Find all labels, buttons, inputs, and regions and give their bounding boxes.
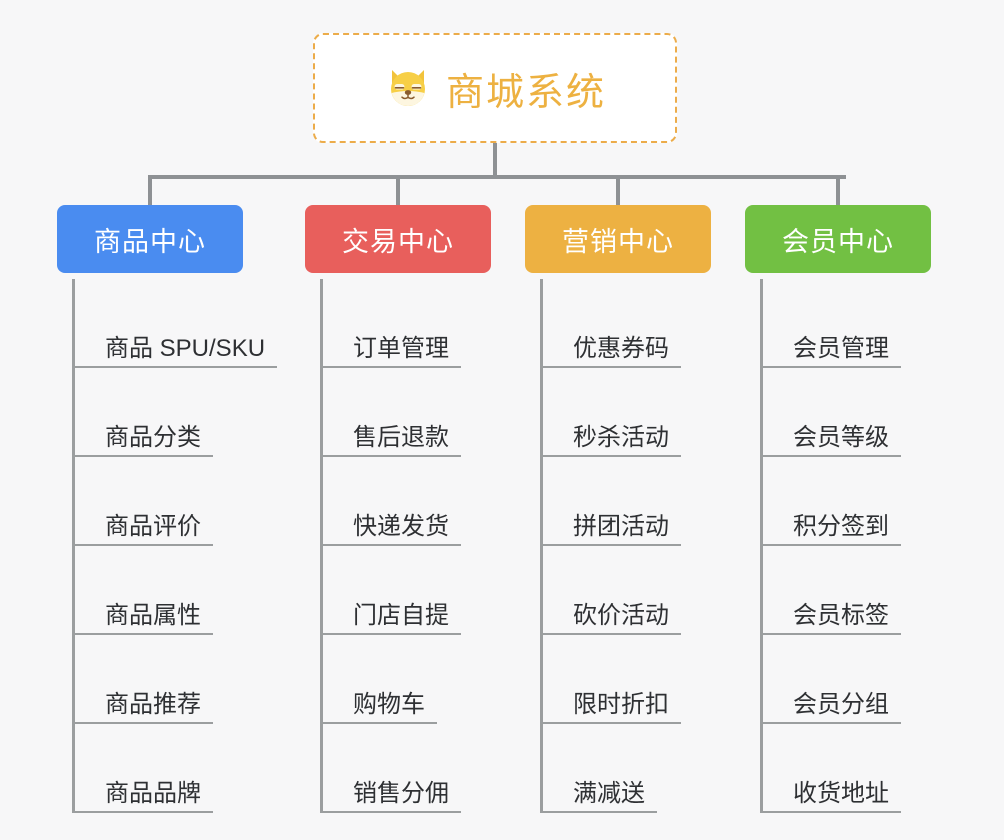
connector-horizontal-bus — [148, 175, 846, 179]
leaf-label: 购物车 — [353, 690, 425, 718]
list-item[interactable]: 售后退款 — [323, 368, 495, 457]
shiba-dog-emoji — [384, 64, 432, 112]
leaf-underline — [763, 722, 901, 724]
leaf-underline — [323, 455, 461, 457]
branch-items-1: 商品 SPU/SKU 商品分类 商品评价 商品属性 商品推荐 商品品牌 — [72, 279, 277, 813]
root-node[interactable]: 商城系统 — [313, 33, 677, 143]
leaf-underline — [323, 811, 461, 813]
list-item[interactable]: 商品品牌 — [75, 724, 247, 813]
list-item[interactable]: 会员标签 — [763, 546, 935, 635]
connector-drop-4 — [836, 175, 840, 205]
leaf-label: 商品推荐 — [105, 690, 201, 718]
connector-drop-2 — [396, 175, 400, 205]
leaf-label: 会员等级 — [793, 423, 889, 451]
leaf-label: 商品评价 — [105, 512, 201, 540]
list-item[interactable]: 商品评价 — [75, 457, 247, 546]
list-item[interactable]: 销售分佣 — [323, 724, 495, 813]
leaf-label: 快递发货 — [353, 512, 449, 540]
leaf-underline — [543, 633, 681, 635]
leaf-underline — [75, 366, 277, 368]
leaf-underline — [75, 633, 213, 635]
leaf-label: 限时折扣 — [573, 690, 669, 718]
branch-header-3[interactable]: 营销中心 — [525, 205, 711, 273]
list-item[interactable]: 拼团活动 — [543, 457, 715, 546]
leaf-underline — [543, 722, 681, 724]
leaf-underline — [763, 366, 901, 368]
leaf-underline — [543, 544, 681, 546]
list-item[interactable]: 收货地址 — [763, 724, 935, 813]
list-item[interactable]: 门店自提 — [323, 546, 495, 635]
leaf-label: 订单管理 — [353, 334, 449, 362]
leaf-underline — [543, 366, 681, 368]
list-item[interactable]: 会员管理 — [763, 279, 935, 368]
connector-drop-3 — [616, 175, 620, 205]
branch-header-2[interactable]: 交易中心 — [305, 205, 491, 273]
leaf-underline — [323, 722, 437, 724]
leaf-label: 收货地址 — [793, 779, 889, 807]
list-item[interactable]: 商品推荐 — [75, 635, 247, 724]
list-item[interactable]: 会员等级 — [763, 368, 935, 457]
connector-root-stem — [493, 143, 497, 177]
leaf-underline — [543, 811, 657, 813]
leaf-label: 会员管理 — [793, 334, 889, 362]
leaf-underline — [75, 455, 213, 457]
branch-header-label: 会员中心 — [782, 226, 894, 257]
leaf-label: 门店自提 — [353, 601, 449, 629]
leaf-label: 积分签到 — [793, 512, 889, 540]
leaf-underline — [323, 544, 461, 546]
leaf-label: 售后退款 — [353, 423, 449, 451]
branch-header-label: 营销中心 — [562, 226, 674, 257]
leaf-label: 满减送 — [573, 779, 645, 807]
branch-header-1[interactable]: 商品中心 — [57, 205, 243, 273]
branch-header-label: 交易中心 — [342, 226, 454, 257]
leaf-underline — [75, 811, 213, 813]
leaf-underline — [323, 366, 461, 368]
branch-header-4[interactable]: 会员中心 — [745, 205, 931, 273]
leaf-underline — [763, 633, 901, 635]
list-item[interactable]: 商品属性 — [75, 546, 247, 635]
list-item[interactable]: 限时折扣 — [543, 635, 715, 724]
leaf-underline — [763, 811, 901, 813]
leaf-label: 商品分类 — [105, 423, 201, 451]
branch-header-label: 商品中心 — [94, 226, 206, 257]
leaf-label: 销售分佣 — [353, 779, 449, 807]
branch-items-3: 优惠券码 秒杀活动 拼团活动 砍价活动 限时折扣 满减送 — [540, 279, 715, 813]
root-title: 商城系统 — [445, 71, 606, 114]
branch-column-3: 营销中心 优惠券码 秒杀活动 拼团活动 砍价活动 限时折扣 — [525, 205, 715, 813]
leaf-underline — [75, 544, 213, 546]
leaf-underline — [75, 722, 213, 724]
connector-drop-1 — [148, 175, 152, 205]
leaf-label: 商品 SPU/SKU — [105, 334, 266, 362]
leaf-label: 商品属性 — [105, 601, 201, 629]
leaf-label: 商品品牌 — [105, 779, 201, 807]
list-item[interactable]: 快递发货 — [323, 457, 495, 546]
leaf-underline — [763, 455, 901, 457]
branch-items-4: 会员管理 会员等级 积分签到 会员标签 会员分组 收货地址 — [760, 279, 935, 813]
leaf-underline — [763, 544, 901, 546]
leaf-label: 秒杀活动 — [573, 423, 669, 451]
list-item[interactable]: 商品分类 — [75, 368, 247, 457]
leaf-label: 会员标签 — [793, 601, 889, 629]
leaf-label: 优惠券码 — [573, 334, 669, 362]
list-item[interactable]: 购物车 — [323, 635, 495, 724]
list-item[interactable]: 砍价活动 — [543, 546, 715, 635]
branch-column-2: 交易中心 订单管理 售后退款 快递发货 门店自提 购物车 — [305, 205, 495, 813]
leaf-underline — [543, 455, 681, 457]
list-item[interactable]: 订单管理 — [323, 279, 495, 368]
list-item[interactable]: 会员分组 — [763, 635, 935, 724]
list-item[interactable]: 优惠券码 — [543, 279, 715, 368]
leaf-underline — [323, 633, 461, 635]
leaf-label: 砍价活动 — [573, 601, 669, 629]
leaf-label: 拼团活动 — [573, 512, 669, 540]
branch-column-1: 商品中心 商品 SPU/SKU 商品分类 商品评价 商品属性 商品推荐 — [57, 205, 277, 813]
branch-column-4: 会员中心 会员管理 会员等级 积分签到 会员标签 会员分组 — [745, 205, 935, 813]
branch-items-2: 订单管理 售后退款 快递发货 门店自提 购物车 销售分佣 — [320, 279, 495, 813]
list-item[interactable]: 满减送 — [543, 724, 715, 813]
list-item[interactable]: 积分签到 — [763, 457, 935, 546]
list-item[interactable]: 商品 SPU/SKU — [75, 279, 277, 368]
list-item[interactable]: 秒杀活动 — [543, 368, 715, 457]
leaf-label: 会员分组 — [793, 690, 889, 718]
